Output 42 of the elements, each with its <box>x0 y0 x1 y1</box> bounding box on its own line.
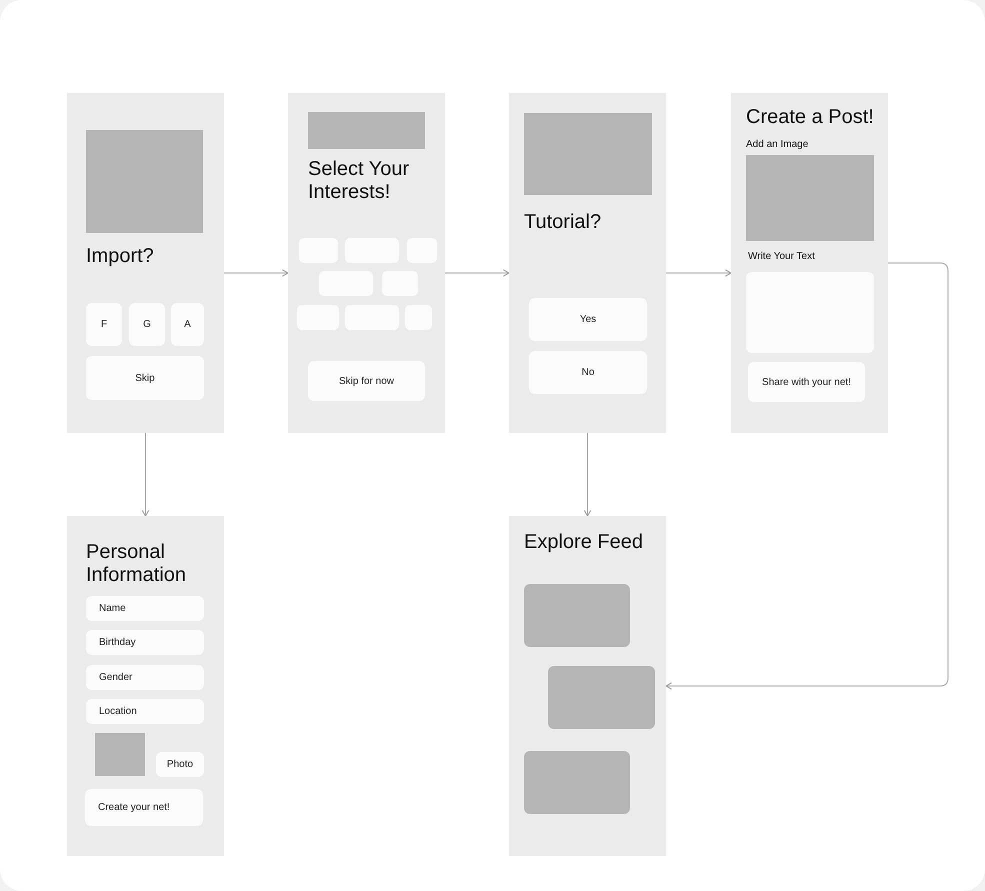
screen-title: Create a Post! <box>746 106 875 129</box>
button: No <box>529 351 647 394</box>
photo-placeholder <box>95 733 145 776</box>
screen-title: Select Your Interests! <box>308 158 410 204</box>
field-caption: Add an Image <box>746 139 810 150</box>
arrow <box>142 432 150 516</box>
arrow <box>666 269 732 277</box>
button: Photo <box>156 752 204 777</box>
button: F <box>86 303 122 346</box>
screen-title: Explore Feed <box>524 531 644 554</box>
feed-card <box>548 666 655 729</box>
screen-title: Import? <box>86 245 155 268</box>
arrow <box>444 269 510 277</box>
feed-card <box>524 584 630 647</box>
screen-frame <box>731 93 888 433</box>
screen-frame <box>288 93 445 433</box>
button: Yes <box>529 298 647 341</box>
button: Skip for now <box>308 361 425 401</box>
feed-card <box>524 751 630 814</box>
screen-frame <box>67 93 224 433</box>
screen-frame <box>509 93 666 433</box>
button: G <box>129 303 165 346</box>
screen-title: Tutorial? <box>524 211 602 234</box>
input-field: Name <box>86 596 204 621</box>
screen-frame <box>509 516 666 856</box>
image-placeholder <box>308 112 425 149</box>
screen-title: Personal Information <box>86 541 188 587</box>
arrow <box>224 269 288 277</box>
input-field: Location <box>86 699 204 724</box>
input-field: Birthday <box>86 630 204 655</box>
image-placeholder <box>86 130 203 233</box>
image-placeholder <box>746 155 874 241</box>
image-placeholder <box>524 113 652 195</box>
button: Skip <box>86 356 204 400</box>
field-caption: Write Your Text <box>748 251 816 262</box>
input-field: Gender <box>86 665 204 690</box>
button: A <box>171 303 204 346</box>
screen-frame <box>67 516 224 856</box>
arrow <box>584 432 592 516</box>
button: Create your net! <box>85 789 203 826</box>
arrow <box>666 262 948 690</box>
button: Share with your net! <box>748 362 865 402</box>
